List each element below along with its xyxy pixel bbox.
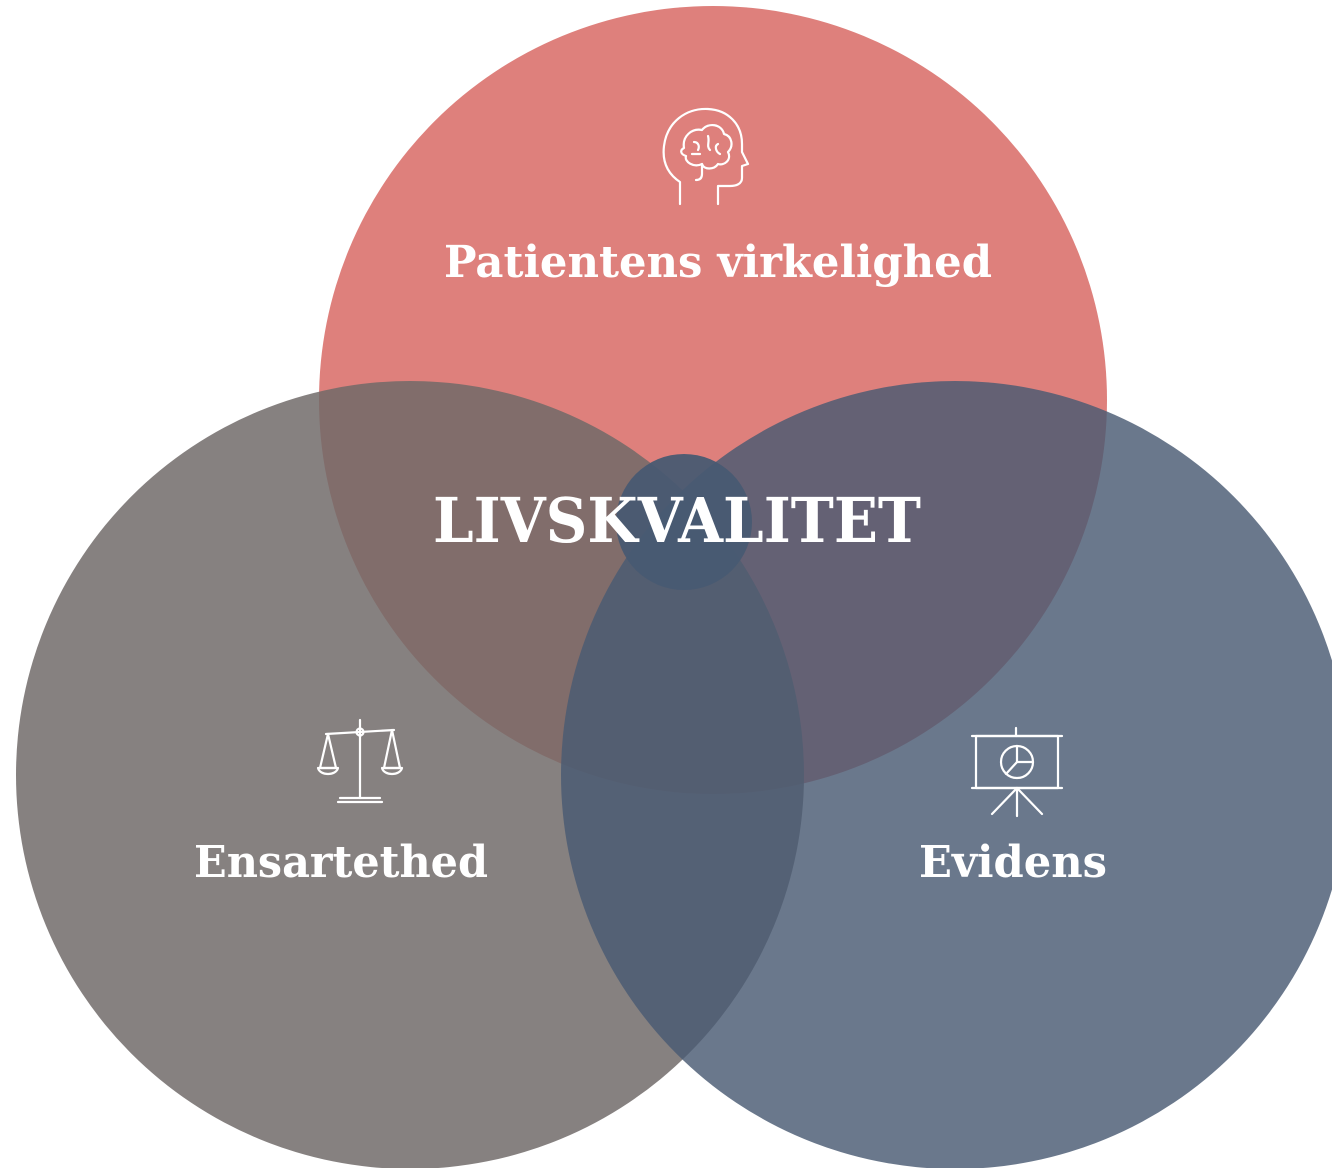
label-evidens: Evidens [919, 837, 1107, 888]
circle-ensartethed [16, 381, 804, 1168]
label-livskvalitet: LIVSKVALITET [433, 484, 921, 557]
presentation-pie-chart-icon [970, 726, 1064, 818]
circle-evidens [561, 381, 1332, 1168]
label-patientens-virkelighed: Patientens virkelighed [444, 237, 992, 288]
balance-scale-icon [316, 718, 404, 804]
head-brain-icon [662, 107, 750, 206]
center-intersection [616, 454, 752, 590]
label-ensartethed: Ensartethed [194, 837, 488, 888]
